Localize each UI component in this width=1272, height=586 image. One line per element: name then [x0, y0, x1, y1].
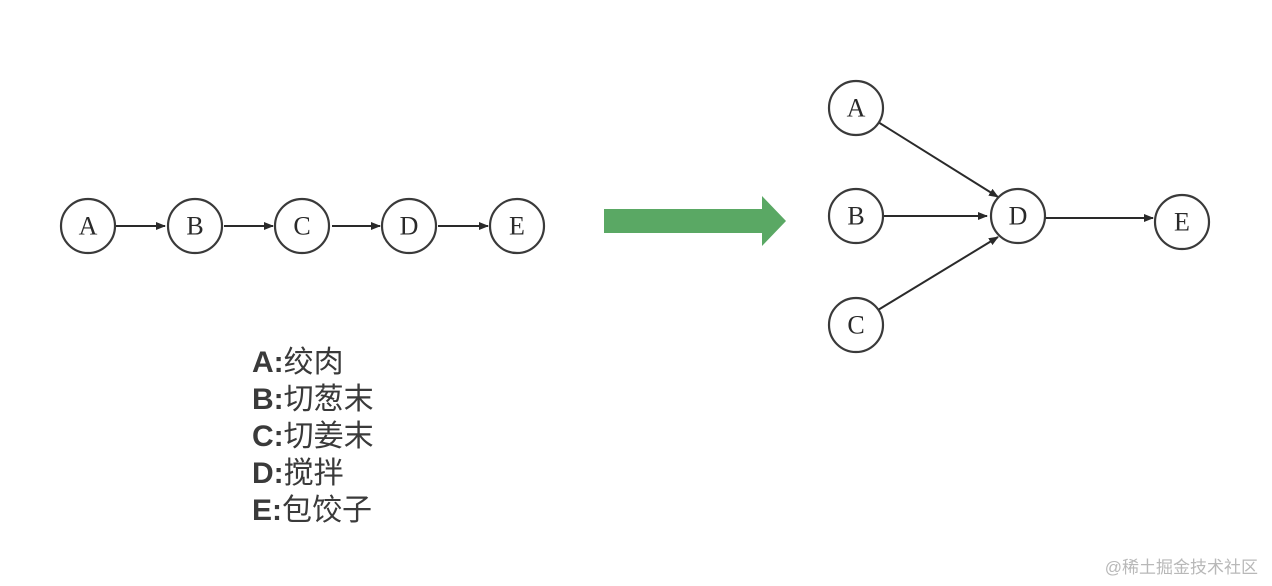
legend-item-b: B:切葱末 — [252, 383, 374, 416]
parallel-node-c: C — [827, 296, 885, 354]
legend-key-c: C — [252, 420, 274, 453]
linear-diagram: A B C D E — [59, 197, 546, 255]
legend-key-d: D — [252, 457, 274, 490]
linear-node-c: C — [273, 197, 331, 255]
linear-node-a-label: A — [79, 212, 98, 241]
edge-parallel-a-d — [877, 121, 999, 198]
linear-node-a: A — [59, 197, 117, 255]
legend-item-e: E:包饺子 — [252, 494, 373, 527]
parallel-node-e-label: E — [1174, 208, 1190, 237]
linear-node-b-label: B — [186, 212, 203, 241]
parallel-node-b-label: B — [847, 202, 864, 231]
legend-text-b: 切葱末 — [283, 383, 374, 416]
parallel-node-c-label: C — [847, 311, 864, 340]
legend-text-a: 绞肉 — [283, 346, 344, 379]
parallel-node-b: B — [827, 187, 885, 245]
parallel-node-d-label: D — [1009, 202, 1028, 231]
legend-text-c: 切姜末 — [283, 420, 374, 453]
linear-node-b: B — [166, 197, 224, 255]
linear-node-d-label: D — [400, 212, 419, 241]
parallel-node-a-label: A — [847, 94, 866, 123]
parallel-node-a: A — [827, 79, 885, 137]
watermark: @稀土掘金技术社区 — [1104, 558, 1258, 577]
parallel-node-e: E — [1153, 193, 1211, 251]
linear-node-e-label: E — [509, 212, 525, 241]
legend-key-a: A — [252, 346, 274, 379]
linear-node-d: D — [380, 197, 438, 255]
legend: A:绞肉 B:切葱末 C:切姜末 D:搅拌 E:包饺子 — [252, 344, 374, 529]
edge-parallel-c-d — [877, 236, 999, 311]
legend-text-d: 搅拌 — [283, 457, 344, 490]
transition-arrow — [604, 196, 786, 246]
legend-key-e: E — [252, 494, 273, 527]
legend-key-b: B — [252, 383, 274, 416]
linear-node-c-label: C — [293, 212, 310, 241]
legend-text-e: 包饺子 — [282, 494, 373, 527]
legend-item-a: A:绞肉 — [252, 346, 344, 379]
legend-item-d: D:搅拌 — [252, 457, 344, 490]
linear-node-e: E — [488, 197, 546, 255]
parallel-diagram: A B C D E — [827, 79, 1211, 354]
parallel-node-d: D — [989, 187, 1047, 245]
legend-item-c: C:切姜末 — [252, 420, 374, 453]
